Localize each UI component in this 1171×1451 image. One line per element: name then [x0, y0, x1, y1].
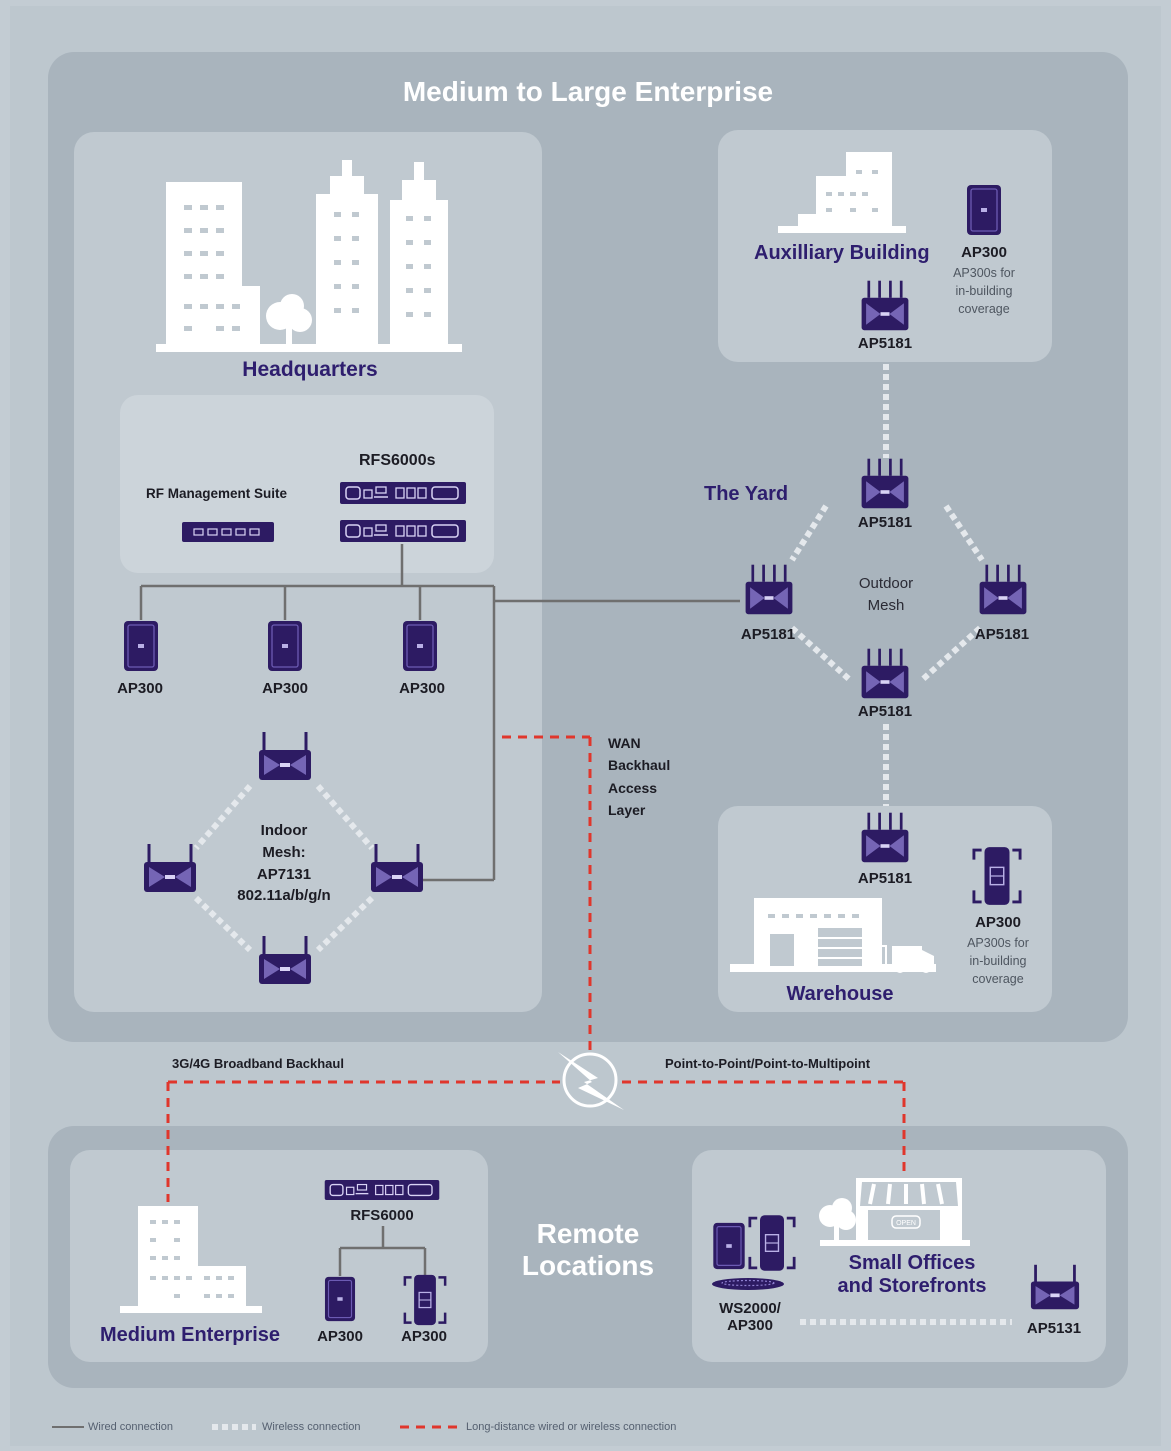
small-offices-label: Small Offices and Storefronts [837, 1252, 987, 1297]
ap300-icon [267, 620, 303, 672]
yard-ap-right-label: AP5181 [974, 626, 1030, 643]
ap5181-icon [978, 563, 1028, 616]
outdoor-mesh-label: Outdoor Mesh [858, 575, 914, 614]
broadband-link-label: 3G/4G Broadband Backhaul [172, 1056, 344, 1071]
ap300-icon [966, 184, 1002, 236]
ws2000-label: WS2000/ AP300 [719, 1300, 781, 1335]
rfs6000-switch-icon [323, 1180, 441, 1200]
long-distance-connections [166, 735, 906, 1202]
ap300-icon [324, 1276, 356, 1322]
ap300-icon [123, 620, 159, 672]
remote-locations-label: Remote Locations [521, 1218, 655, 1282]
warehouse-icon [730, 898, 936, 973]
yard-label: The Yard [704, 483, 789, 505]
legend-long-distance-label: Long-distance wired or wireless connecti… [466, 1421, 677, 1433]
storefront-icon: OPEN [819, 1178, 970, 1246]
medium-enterprise-building-icon [120, 1206, 262, 1313]
legend-wireless: Wireless connection [262, 1418, 360, 1436]
storefront-sign-text: OPEN [896, 1220, 916, 1227]
legend-wired-label: Wired connection [88, 1421, 173, 1433]
medium-rfs6000-label: RFS6000 [350, 1207, 414, 1224]
wan-label: WAN Backhaul Access Layer [608, 735, 671, 819]
aux-ap300-label: AP300 [961, 244, 1007, 261]
ap5181-icon [860, 457, 910, 510]
ap5131-label: AP5131 [1026, 1320, 1082, 1337]
ap7131-icon [258, 934, 312, 986]
rfs6000s-label: RFS6000s [359, 452, 436, 469]
ap5131-icon [1030, 1263, 1080, 1311]
warehouse-ap300-note: AP300s for in-building coverage [967, 936, 1029, 987]
warehouse-ap5181-label: AP5181 [857, 870, 913, 887]
ap5181-icon [860, 279, 910, 332]
medium-enterprise-label: Medium Enterprise [100, 1324, 281, 1346]
ap300-icon [403, 1274, 447, 1326]
auxiliary-building-icon [778, 152, 906, 233]
legend-wireless-label: Wireless connection [262, 1421, 361, 1433]
rfs6000-switch-icon [340, 520, 466, 542]
auxiliary-building-label: Auxilliary Building [754, 242, 930, 264]
wan-hub-icon [558, 1052, 624, 1110]
ap5181-icon [744, 563, 794, 616]
headquarters-building-icon [156, 160, 462, 352]
ap300-label: AP300 [262, 680, 308, 697]
aux-ap5181-label: AP5181 [857, 335, 913, 352]
wireless-connections [193, 364, 1012, 1325]
ap300-icon [972, 846, 1022, 906]
ap7131-icon [258, 730, 312, 782]
yard-ap-left-label: AP5181 [740, 626, 796, 643]
rf-management-label: RF Management Suite [146, 486, 288, 501]
page-title: Medium to Large Enterprise [402, 76, 774, 107]
ap300-label: AP300 [117, 680, 163, 697]
legend-wired: Wired connection [88, 1418, 173, 1436]
ap300-label: AP300 [399, 680, 445, 697]
medium-ap300-label: AP300 [317, 1328, 363, 1345]
warehouse-ap300-label: AP300 [975, 914, 1021, 931]
wired-connections [139, 544, 740, 1276]
point-to-point-link-label: Point-to-Point/Point-to-Multipoint [665, 1056, 871, 1071]
headquarters-label: Headquarters [242, 358, 378, 381]
ap7131-icon [370, 842, 424, 894]
ap5181-icon [860, 647, 910, 700]
yard-ap-bottom-label: AP5181 [857, 703, 913, 720]
ws2000-icon [712, 1214, 796, 1290]
warehouse-label: Warehouse [786, 983, 894, 1005]
indoor-mesh-label: Indoor Mesh: AP7131 802.11a/b/g/n [237, 822, 331, 905]
ap7131-icon [143, 842, 197, 894]
legend-long-distance: Long-distance wired or wireless connecti… [466, 1418, 676, 1436]
aux-ap300-note: AP300s for in-building coverage [953, 266, 1015, 317]
ap300-icon [402, 620, 438, 672]
rf-management-appliance-icon [182, 522, 274, 542]
medium-ap300-label-2: AP300 [401, 1328, 447, 1345]
rfs6000-switch-icon [340, 482, 466, 504]
yard-ap-top-label: AP5181 [857, 514, 913, 531]
ap5181-icon [860, 811, 910, 864]
